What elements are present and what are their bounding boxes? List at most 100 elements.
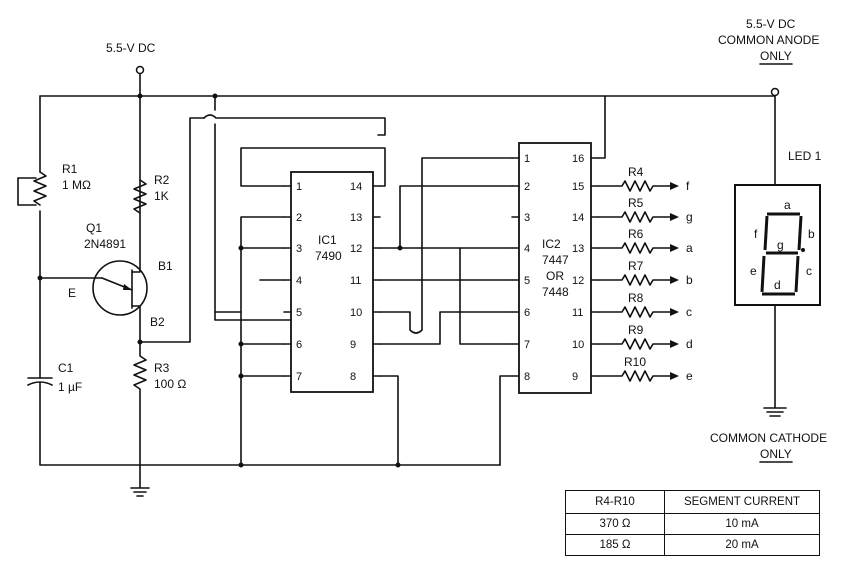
segment-label-c: c xyxy=(806,264,812,278)
ic2-pin: 13 xyxy=(572,243,584,255)
segment-label-d: d xyxy=(774,278,781,292)
output-arrows xyxy=(670,182,679,380)
led-cathode-only: ONLY xyxy=(760,447,792,461)
led-supply-label: 5.5-V DC xyxy=(746,17,796,31)
q1-b1-wire xyxy=(131,95,141,273)
q1-transistor xyxy=(92,260,148,316)
junction-dot xyxy=(238,245,244,251)
segment-current-table: R4-R10 SEGMENT CURRENT 370 Ω 10 mA 185 Ω… xyxy=(565,490,820,556)
r2-ref: R2 xyxy=(154,173,170,187)
r5-resistor xyxy=(597,211,671,223)
q1-part: 2N4891 xyxy=(84,237,126,251)
ic1-pin8-wire xyxy=(379,375,399,466)
ic1-pin: 6 xyxy=(296,339,302,351)
ic2-pin: 10 xyxy=(572,339,584,351)
junction-dot xyxy=(395,462,401,468)
clock-wire xyxy=(139,117,205,343)
led-segments xyxy=(760,212,805,296)
table-cell: 20 mA xyxy=(664,534,820,556)
ic1-to-ic2-pin2 xyxy=(399,185,513,249)
r2-value: 1K xyxy=(154,189,169,203)
ic2-pin: 5 xyxy=(524,275,530,287)
r1-value: 1 MΩ xyxy=(62,178,91,192)
ic2-left-pins: 1 2 3 4 5 6 7 8 xyxy=(524,153,530,383)
q1-base2-label: B2 xyxy=(150,315,165,329)
output-label: f xyxy=(686,179,690,193)
r3-resistor xyxy=(133,341,147,466)
ic2-pin: 1 xyxy=(524,153,530,165)
supply-terminal xyxy=(135,65,145,75)
ic1-ground-taps xyxy=(214,247,285,377)
q1-ref: Q1 xyxy=(86,221,102,235)
c1-value: 1 µF xyxy=(58,380,82,394)
output-arrow xyxy=(670,372,679,380)
q1-emitter-arrow xyxy=(123,284,132,290)
ic1-to-ic2-pin7 xyxy=(459,247,513,345)
segment-e xyxy=(760,255,766,293)
ic2-pin: 7 xyxy=(524,339,530,351)
r6-resistor xyxy=(597,242,671,254)
reset-wire xyxy=(214,95,291,321)
q1-base1-label: B1 xyxy=(158,259,173,273)
led-ref: LED 1 xyxy=(788,149,822,163)
table-row: 370 Ω 10 mA xyxy=(565,513,820,535)
ic2-pin: 11 xyxy=(572,307,583,319)
ic2-left-pin-stubs xyxy=(511,157,520,377)
ic1-pin: 10 xyxy=(350,307,362,319)
ground-symbol xyxy=(130,464,150,497)
ic2-pin: 8 xyxy=(524,371,530,383)
ic1-pin: 7 xyxy=(296,371,302,383)
ic2-part: 7447 xyxy=(542,253,569,267)
r9-ref: R9 xyxy=(628,323,644,337)
r5-ref: R5 xyxy=(628,196,644,210)
output-label: a xyxy=(686,241,693,255)
ic2-pin: 16 xyxy=(572,153,584,165)
ic2-alt-part: 7448 xyxy=(542,285,569,299)
led-anode-only: ONLY xyxy=(760,49,792,63)
ic1-part: 7490 xyxy=(315,249,342,263)
ic2-pin: 12 xyxy=(572,275,584,287)
ic1-pin: 2 xyxy=(296,212,302,224)
ic1-pin: 4 xyxy=(296,275,302,287)
ic1-pin: 12 xyxy=(350,243,362,255)
led-display xyxy=(734,184,821,306)
segment-label-b: b xyxy=(808,227,815,241)
r3-value: 100 Ω xyxy=(154,377,186,391)
led-cathode-ground xyxy=(763,304,787,417)
ic1-ref: IC1 xyxy=(318,233,337,247)
r8-ref: R8 xyxy=(628,291,644,305)
segment-b xyxy=(797,215,803,251)
r3-ref: R3 xyxy=(154,361,170,375)
table-header-cell: SEGMENT CURRENT xyxy=(664,490,820,514)
output-arrow xyxy=(670,244,679,252)
junction-dot xyxy=(238,341,244,347)
r2-resistor xyxy=(133,179,147,214)
ic1-pin: 14 xyxy=(350,181,362,193)
ic1-pin: 3 xyxy=(296,243,302,255)
table-cell: 185 Ω xyxy=(565,534,665,556)
ic1-left-pin-stubs xyxy=(283,185,292,377)
ic2-ground-wire xyxy=(499,375,513,466)
output-label: c xyxy=(686,305,692,319)
segment-label-g: g xyxy=(777,238,784,252)
ic1-right-pin-stubs xyxy=(372,185,381,377)
ic1-pin: 9 xyxy=(350,339,356,351)
led-cathode-label: COMMON CATHODE xyxy=(710,431,827,445)
output-arrow xyxy=(670,213,679,221)
led-anode-label: COMMON ANODE xyxy=(718,33,819,47)
ic1-pin: 1 xyxy=(296,181,302,193)
output-label: b xyxy=(686,273,693,287)
ic1-pin1-pin12-wire xyxy=(240,147,386,187)
r4-resistor xyxy=(597,180,671,192)
r1-wiper xyxy=(17,177,37,206)
output-segment-labels: f g a b c d e xyxy=(686,179,693,383)
q1-b2-wire xyxy=(131,305,141,343)
r8-resistor xyxy=(597,306,671,318)
ic2-pin: 14 xyxy=(572,212,584,224)
ic1-chip xyxy=(290,171,374,393)
segment-c xyxy=(794,255,800,293)
r9-resistor xyxy=(597,338,671,350)
ic2-vcc-wire xyxy=(597,95,606,159)
c1-ref: C1 xyxy=(58,361,74,375)
